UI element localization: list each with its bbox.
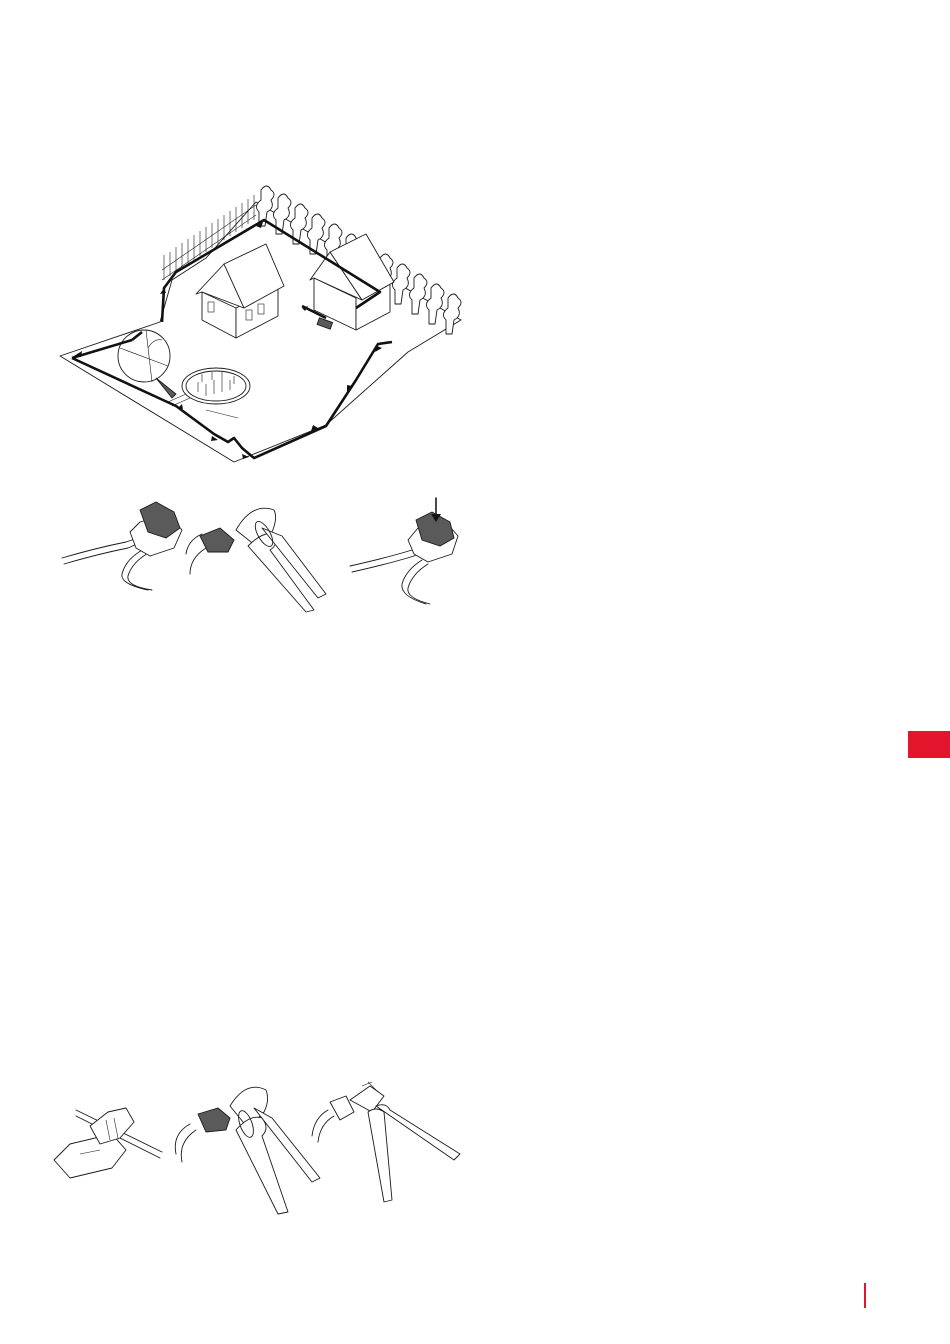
coupler-tools-diagram: [50, 1082, 470, 1222]
page-marker-line: [864, 1283, 866, 1308]
language-tab-marker: [908, 731, 950, 758]
boundary-wire-diagram: [56, 180, 476, 470]
connector-crimping-diagram: [56, 492, 476, 614]
